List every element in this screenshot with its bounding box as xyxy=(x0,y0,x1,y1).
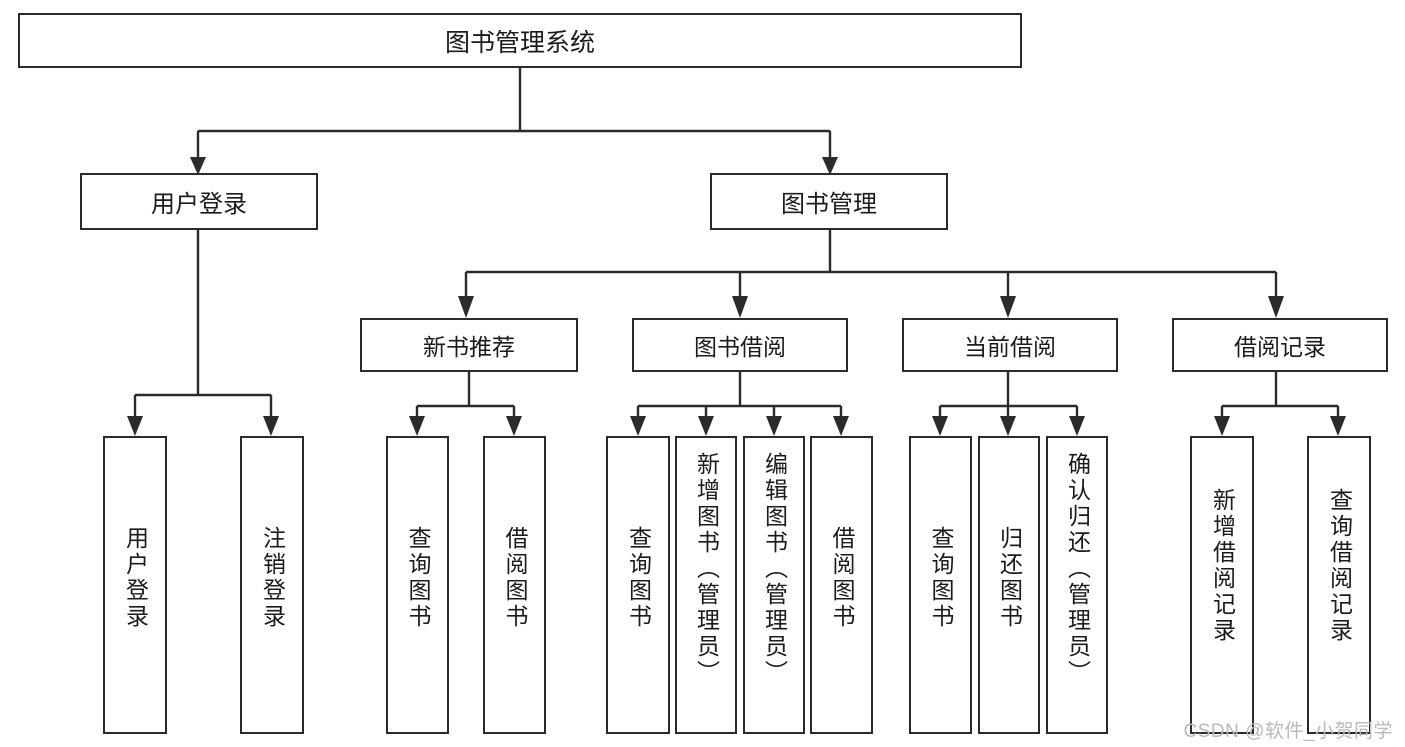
arrowhead-leaf-add-record xyxy=(1214,416,1230,436)
arrowhead-leaf-query-record xyxy=(1330,416,1346,436)
node-user-login[interactable]: 用户登录 xyxy=(80,173,318,230)
node-leaf-borrow-book-1-label: 借阅图书 xyxy=(502,526,528,630)
node-leaf-query-book-1-label: 查询图书 xyxy=(405,526,431,630)
node-leaf-query-record-label: 查询借阅记录 xyxy=(1326,488,1353,644)
arrowhead-leaf-borrow-book-2 xyxy=(833,416,849,436)
arrowhead-leaf-user-login xyxy=(127,416,143,436)
node-borrow-record-label: 借阅记录 xyxy=(1234,334,1326,360)
node-leaf-user-login[interactable]: 用户登录 xyxy=(103,436,167,734)
node-root-book-management-system[interactable]: 图书管理系统 xyxy=(18,13,1022,68)
arrowhead-book-borrow xyxy=(732,296,748,318)
node-book-management[interactable]: 图书管理 xyxy=(710,173,948,230)
node-leaf-return-book[interactable]: 归还图书 xyxy=(978,436,1040,734)
node-leaf-edit-book-label: 编辑图书（管理员） xyxy=(761,452,788,686)
node-leaf-query-book-3-label: 查询图书 xyxy=(928,526,954,630)
arrowhead-new-book-recommend xyxy=(458,296,474,318)
node-leaf-confirm-return-label: 确认归还（管理员） xyxy=(1064,452,1091,686)
node-leaf-confirm-return[interactable]: 确认归还（管理员） xyxy=(1046,436,1108,734)
node-leaf-add-record-label: 新增借阅记录 xyxy=(1209,488,1236,644)
arrowhead-leaf-return-book xyxy=(1000,416,1016,436)
watermark-csdn: CSDN @软件_小贺同学 xyxy=(1183,721,1393,742)
arrowhead-leaf-query-book-2 xyxy=(630,416,646,436)
arrowhead-leaf-borrow-book-1 xyxy=(506,416,522,436)
node-current-borrow-label: 当前借阅 xyxy=(964,334,1056,360)
arrowhead-borrow-record xyxy=(1268,296,1284,318)
arrowhead-current-borrow xyxy=(1000,296,1016,318)
node-leaf-query-book-2[interactable]: 查询图书 xyxy=(606,436,670,734)
node-root-label: 图书管理系统 xyxy=(444,28,595,57)
node-leaf-query-book-3[interactable]: 查询图书 xyxy=(909,436,972,734)
arrowhead-leaf-logout-login xyxy=(263,416,279,436)
arrowhead-leaf-add-book xyxy=(698,416,714,436)
node-leaf-borrow-book-2-label: 借阅图书 xyxy=(829,526,855,630)
node-user-login-label: 用户登录 xyxy=(151,191,247,218)
node-leaf-logout-login[interactable]: 注销登录 xyxy=(240,436,304,734)
node-new-book-recommend-label: 新书推荐 xyxy=(423,334,515,360)
node-leaf-query-record[interactable]: 查询借阅记录 xyxy=(1307,436,1371,734)
arrowhead-leaf-edit-book xyxy=(766,416,782,436)
node-book-borrow[interactable]: 图书借阅 xyxy=(632,318,848,372)
node-leaf-return-book-label: 归还图书 xyxy=(996,526,1023,630)
node-leaf-add-book-label: 新增图书（管理员） xyxy=(693,452,720,686)
node-leaf-query-book-1[interactable]: 查询图书 xyxy=(386,436,449,734)
node-leaf-edit-book[interactable]: 编辑图书（管理员） xyxy=(743,436,805,734)
node-borrow-record[interactable]: 借阅记录 xyxy=(1172,318,1388,372)
node-book-management-label: 图书管理 xyxy=(781,191,877,218)
node-leaf-borrow-book-2[interactable]: 借阅图书 xyxy=(810,436,873,734)
node-current-borrow[interactable]: 当前借阅 xyxy=(902,318,1118,372)
node-book-borrow-label: 图书借阅 xyxy=(694,334,786,360)
node-leaf-add-record[interactable]: 新增借阅记录 xyxy=(1190,436,1254,734)
arrowhead-leaf-query-book-3 xyxy=(932,416,948,436)
node-leaf-user-login-label: 用户登录 xyxy=(122,526,149,630)
node-leaf-borrow-book-1[interactable]: 借阅图书 xyxy=(483,436,546,734)
node-leaf-query-book-2-label: 查询图书 xyxy=(625,526,652,630)
arrowhead-leaf-query-book-1 xyxy=(409,416,425,436)
node-leaf-logout-login-label: 注销登录 xyxy=(259,526,286,630)
arrowhead-leaf-confirm-return xyxy=(1069,416,1085,436)
node-leaf-add-book[interactable]: 新增图书（管理员） xyxy=(675,436,737,734)
node-new-book-recommend[interactable]: 新书推荐 xyxy=(360,318,578,372)
